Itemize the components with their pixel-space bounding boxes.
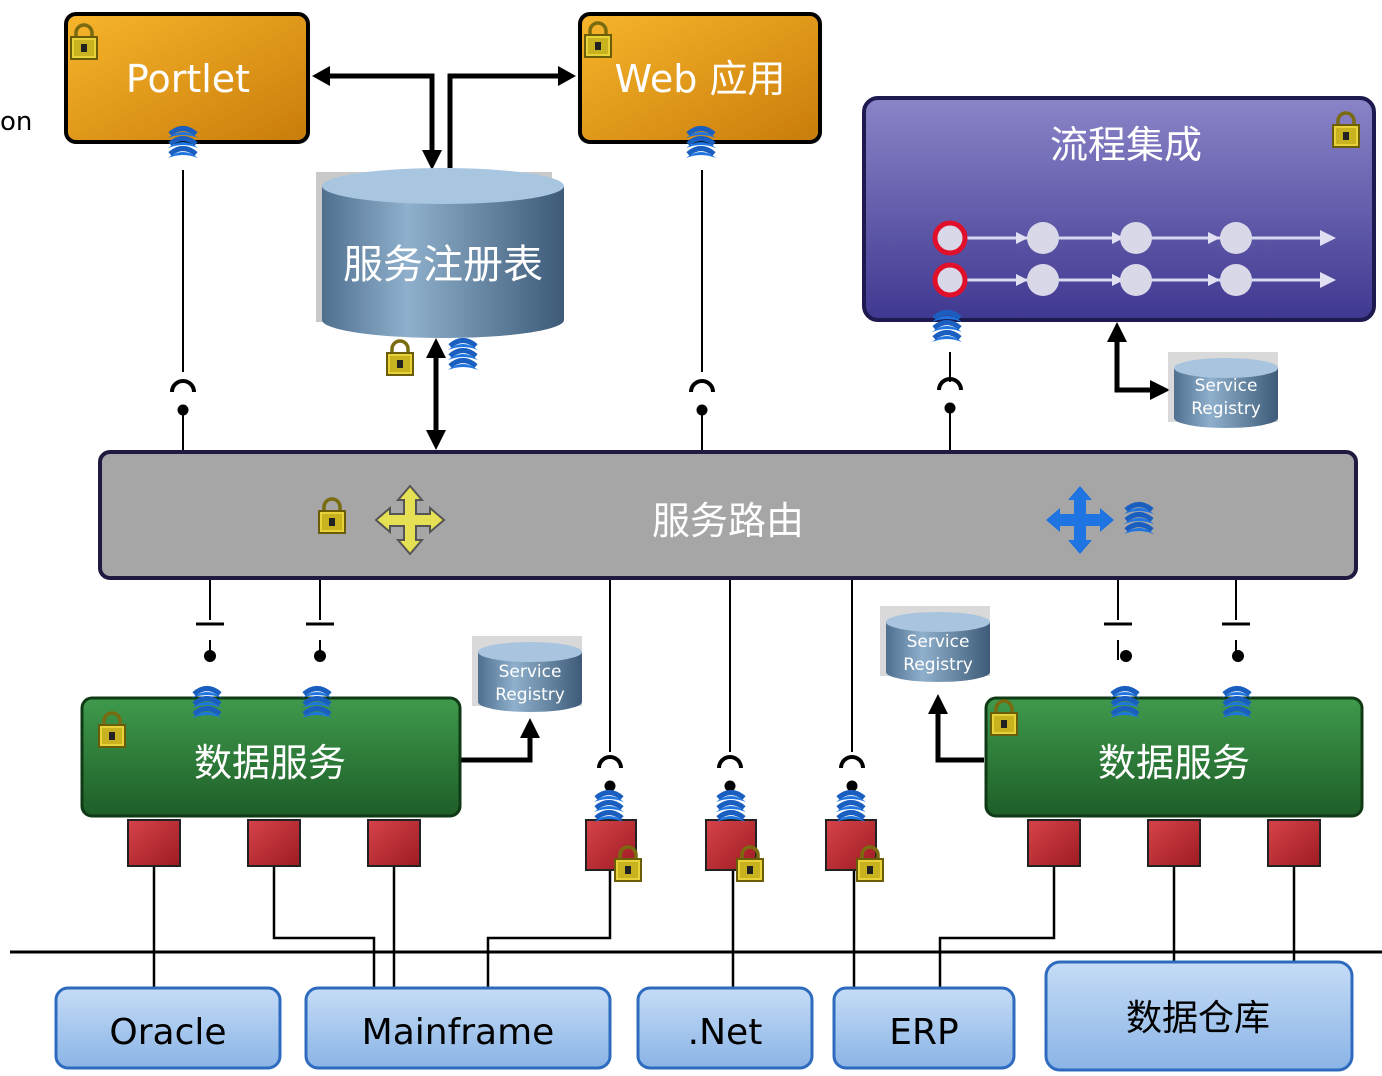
small-service-registry: Service Registry <box>1168 352 1278 428</box>
cup-connector-icon <box>689 379 715 418</box>
registry-line2: Registry <box>903 655 973 675</box>
web-service-icon <box>192 689 222 719</box>
backend-mainframe: Mainframe <box>304 986 612 1070</box>
process-flow <box>932 220 1336 298</box>
small-service-registry: Service Registry <box>880 606 990 682</box>
backend-dotnet: .Net <box>636 986 814 1070</box>
backend-oracle: Oracle <box>54 986 282 1070</box>
registry-line2: Registry <box>1191 399 1261 419</box>
data-service-left-label: 数据服务 <box>194 741 346 785</box>
service-router-label: 服务路由 <box>652 499 804 543</box>
data-service-right: 数据服务 <box>984 689 1364 818</box>
service-router-node: 服务路由 <box>98 450 1358 580</box>
backend-erp: ERP <box>832 986 1016 1070</box>
web-service-icon <box>1124 505 1154 535</box>
web-service-icon <box>686 129 716 159</box>
cup-connector-icon <box>937 377 963 416</box>
web-app-label: Web 应用 <box>615 57 786 101</box>
service-registry-label: 服务注册表 <box>343 242 543 288</box>
cup-connector-icon <box>839 755 865 794</box>
cup-connector-icon <box>717 755 743 794</box>
web-service-icon <box>1222 689 1252 719</box>
lock-icon <box>385 339 415 377</box>
web-service-icon <box>448 341 478 371</box>
portlet-node: Portlet <box>64 12 310 159</box>
small-service-registry: Service Registry <box>472 636 582 712</box>
routing-arrows-icon <box>374 484 446 556</box>
web-app-node: Web 应用 <box>578 12 822 159</box>
cup-connector-icon <box>170 379 196 418</box>
adapter-blocks <box>127 819 1321 871</box>
routing-arrows-icon <box>1046 486 1114 554</box>
service-registry-cylinder: 服务注册表 <box>316 168 564 377</box>
process-integration-label: 流程集成 <box>1050 123 1202 167</box>
web-service-icon <box>1110 689 1140 719</box>
portlet-label: Portlet <box>126 57 250 101</box>
web-service-icon <box>168 129 198 159</box>
backend-label: Oracle <box>109 1012 226 1053</box>
registry-line1: Service <box>499 662 562 682</box>
backend-label: ERP <box>889 1012 958 1053</box>
web-service-icon <box>932 313 962 343</box>
web-service-icon <box>594 793 624 823</box>
corner-text-fragment: on <box>0 107 32 137</box>
data-service-right-label: 数据服务 <box>1098 741 1250 785</box>
backend-label: .Net <box>688 1012 763 1053</box>
data-service-left: 数据服务 <box>80 689 462 818</box>
registry-line1: Service <box>1195 376 1258 396</box>
registry-line2: Registry <box>495 685 565 705</box>
web-service-icon <box>836 793 866 823</box>
backend-label: 数据仓库 <box>1126 998 1270 1039</box>
web-service-icon <box>716 793 746 823</box>
backend-data-warehouse: 数据仓库 <box>1044 960 1354 1072</box>
backend-label: Mainframe <box>362 1012 555 1053</box>
cup-connector-icon <box>597 755 623 794</box>
web-service-icon <box>302 689 332 719</box>
registry-line1: Service <box>907 632 970 652</box>
process-integration-node: 流程集成 <box>862 96 1376 343</box>
